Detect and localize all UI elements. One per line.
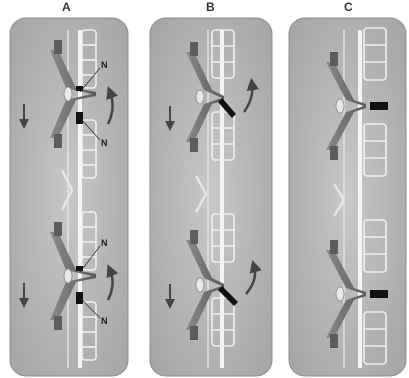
panel-a-drawing bbox=[19, 29, 119, 368]
panel-b-drawing bbox=[165, 29, 262, 368]
panel-c-background bbox=[288, 17, 407, 377]
panel-b-background bbox=[149, 17, 273, 377]
panel-c-label: C bbox=[344, 0, 353, 14]
indicator-n-4: N bbox=[101, 316, 108, 326]
panel-b-label: B bbox=[206, 0, 215, 14]
panel-c-drawing bbox=[326, 27, 388, 368]
panel-a-label: A bbox=[62, 0, 71, 14]
indicator-n-1: N bbox=[101, 60, 108, 70]
indicator-n-3: N bbox=[101, 238, 108, 248]
indicator-n-2: N bbox=[101, 138, 108, 148]
